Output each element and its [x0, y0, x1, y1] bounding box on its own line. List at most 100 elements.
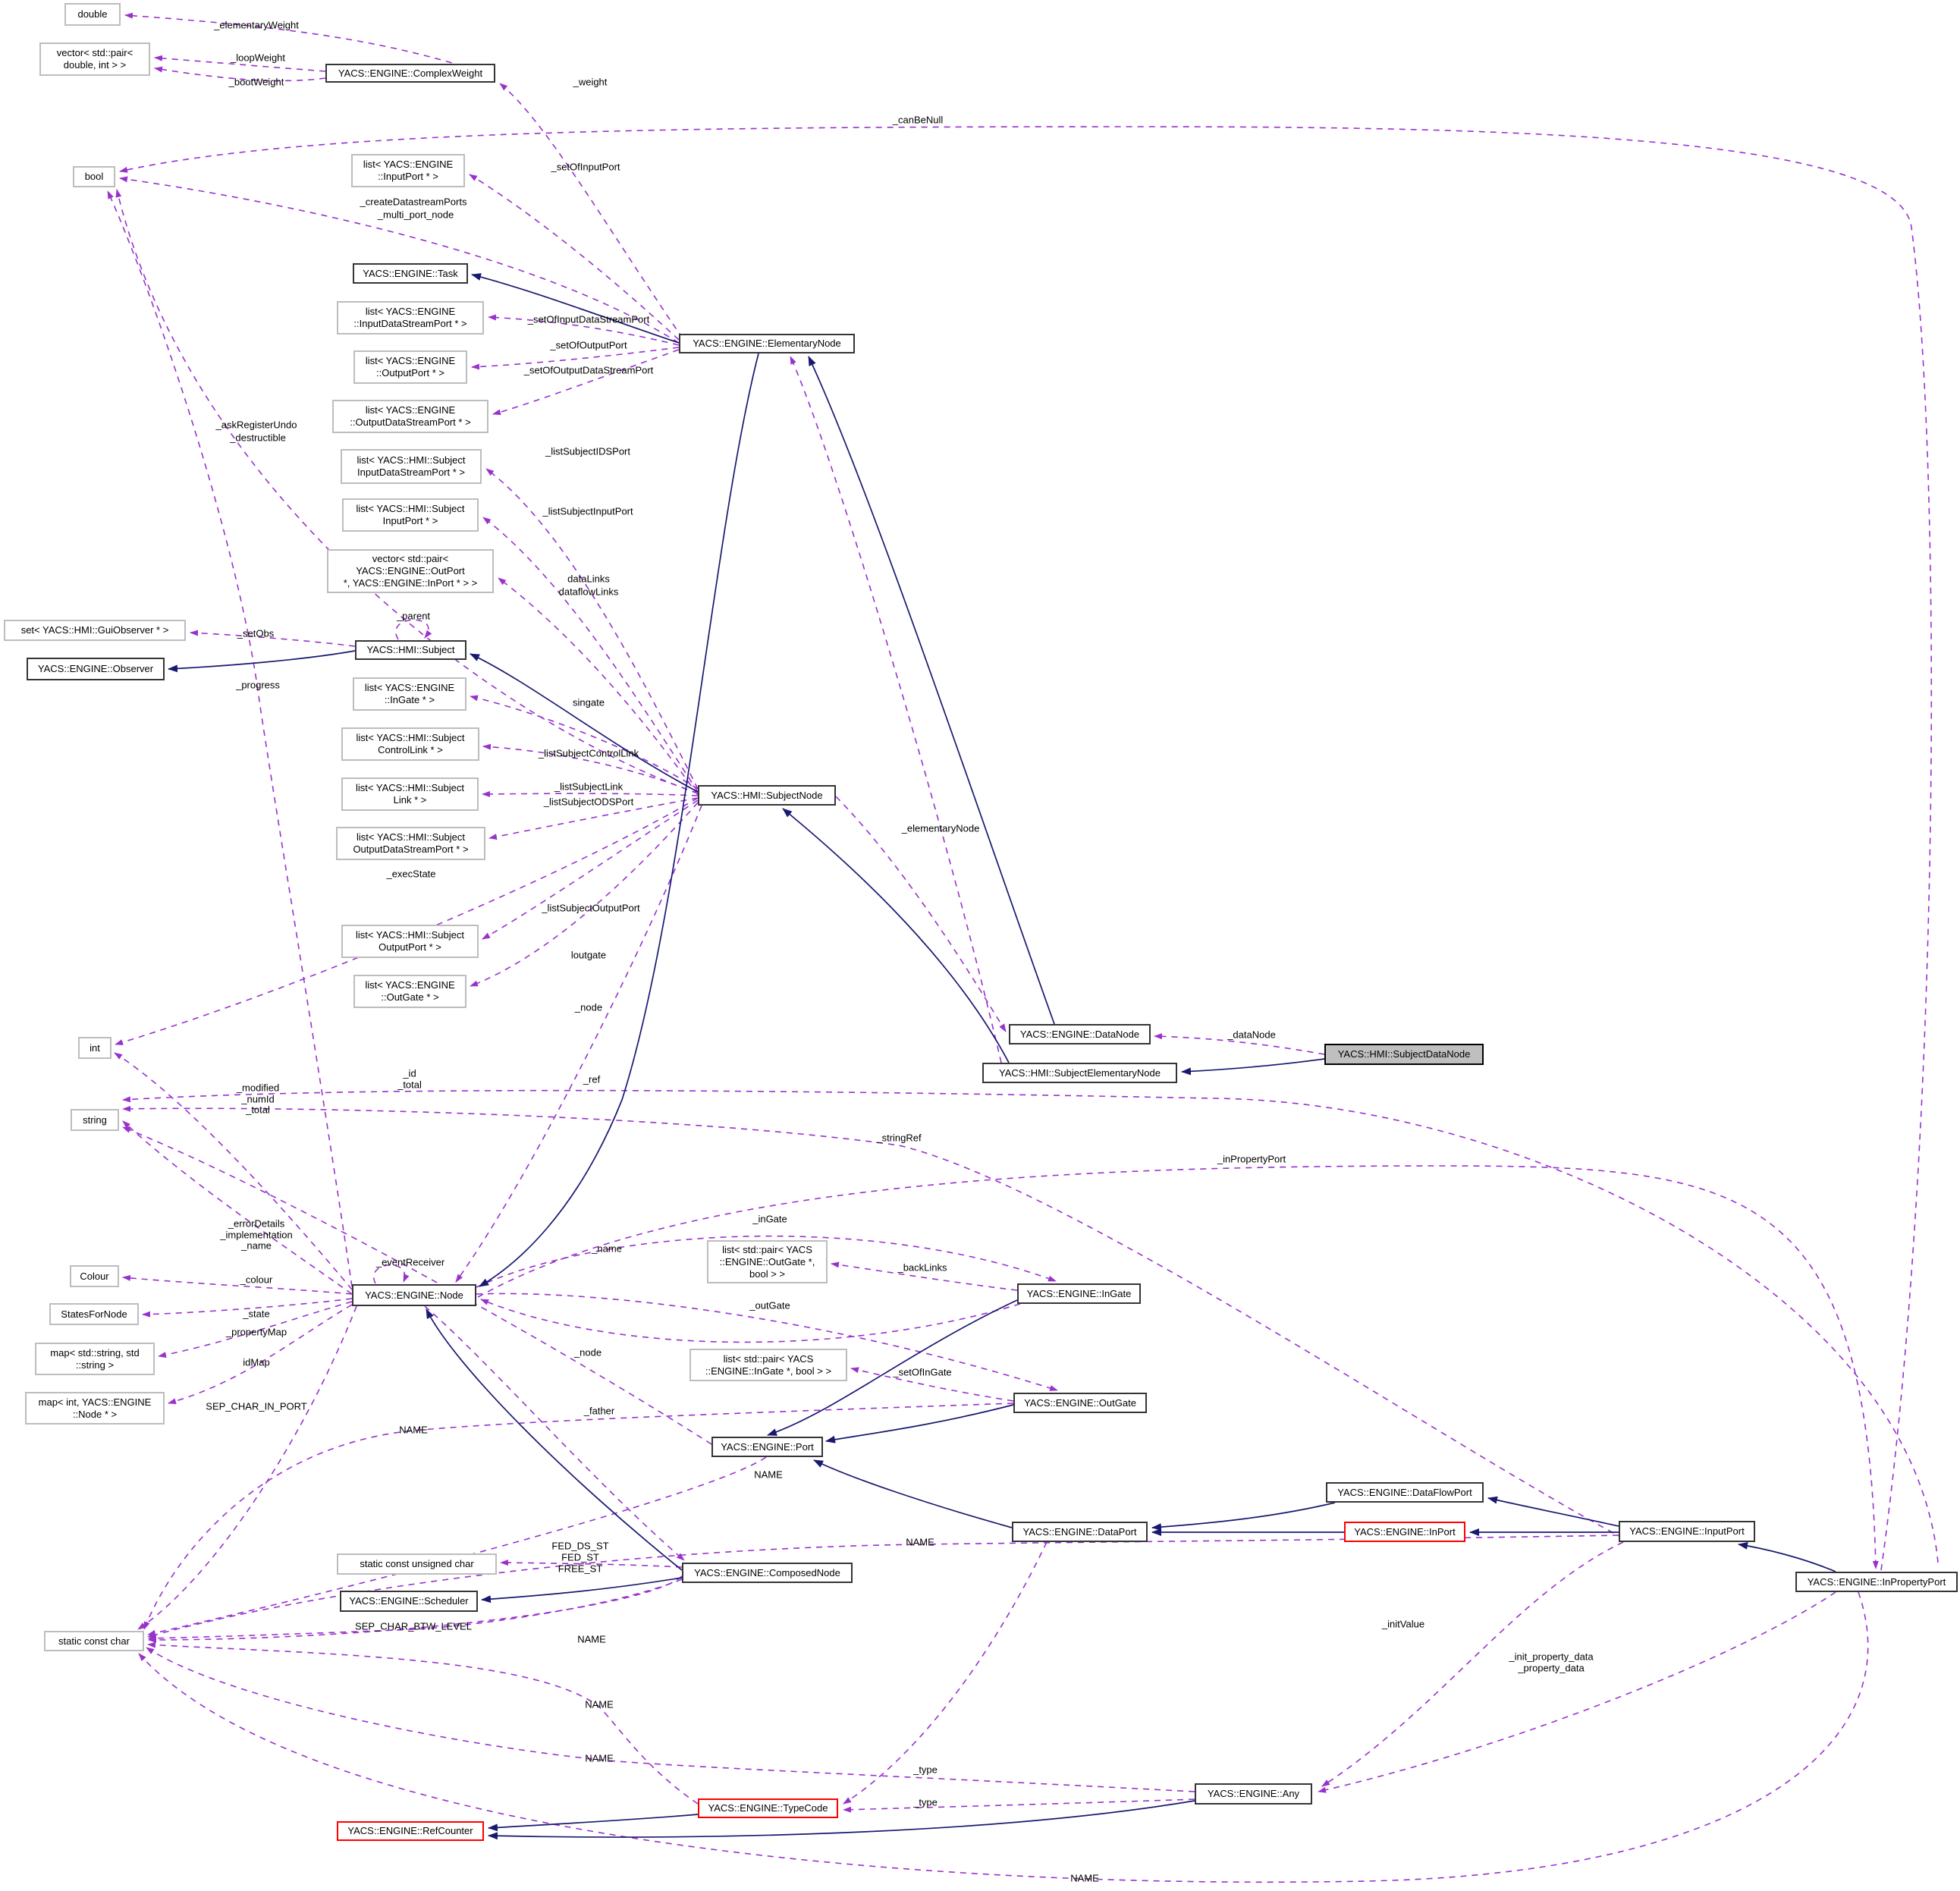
member-edge [1154, 1033, 1325, 1055]
node-list-ingate: list< YACS::ENGINE ::InGate * > [353, 677, 466, 711]
edge-label: _createDatastreamPorts [360, 196, 467, 208]
edge-label: _inPropertyPort [1217, 1153, 1286, 1165]
edge-label: NAME [754, 1469, 783, 1481]
node-bool: bool [73, 166, 115, 187]
edge-label: _setObs [237, 627, 275, 639]
edge-label: _total [397, 1079, 422, 1091]
node-list-outgate: list< YACS::ENGINE ::OutGate * > [353, 975, 466, 1008]
member-edge [143, 1403, 1014, 1630]
edge-label: _implementation [220, 1229, 293, 1241]
member-edge [122, 1089, 1939, 1563]
member-edge [476, 1235, 1057, 1288]
edge-label: SEP_CHAR_BTW_LEVEL [355, 1620, 472, 1632]
edge-label: idMap [243, 1356, 270, 1368]
member-edge [373, 1264, 410, 1284]
node-any[interactable]: YACS::ENGINE::Any [1195, 1783, 1312, 1805]
node-ref-counter[interactable]: YACS::ENGINE::RefCounter [337, 1821, 484, 1841]
node-set-guiobserver: set< YACS::HMI::GuiObserver * > [4, 620, 186, 641]
edge-label: _state [243, 1308, 270, 1320]
edge-label: _numId [241, 1093, 275, 1105]
node-static-const-unsigned-char: static const unsigned char [337, 1553, 497, 1575]
edge-label: _initValue [1381, 1618, 1425, 1630]
node-subject[interactable]: YACS::HMI::Subject [355, 640, 466, 660]
edge-label: NAME [906, 1536, 934, 1548]
node-type-code[interactable]: YACS::ENGINE::TypeCode [698, 1798, 838, 1818]
node-observer[interactable]: YACS::ENGINE::Observer [27, 658, 165, 680]
node-outgate[interactable]: YACS::ENGINE::OutGate [1013, 1393, 1147, 1413]
edge-label: NAME [577, 1633, 606, 1645]
node-list-inputdatastreamport: list< YACS::ENGINE ::InputDataStreamPort… [337, 301, 484, 335]
inheritance-edge [813, 1459, 1013, 1528]
edge-label: _id [403, 1067, 416, 1079]
edge-label: NAME [1070, 1872, 1099, 1884]
edge-label: _errorDetails [228, 1217, 285, 1230]
node-input-port[interactable]: YACS::ENGINE::InputPort [1619, 1521, 1755, 1542]
node-string: string [71, 1109, 119, 1131]
node-in-property-port[interactable]: YACS::ENGINE::InPropertyPort [1795, 1572, 1958, 1592]
node-list-subject-outputport: list< YACS::HMI::Subject OutputPort * > [341, 925, 479, 958]
edge-label: _node [574, 1001, 603, 1013]
member-edge [122, 1120, 353, 1295]
edge-label: _setOfOutputPort [550, 339, 627, 351]
edge-label: _listSubjectIDSPort [545, 445, 630, 457]
member-edge [480, 1299, 1021, 1343]
member-edge [469, 174, 680, 341]
edge-label: NAME [585, 1752, 614, 1764]
member-edge [1321, 1541, 1624, 1787]
edge-label: _listSubjectControlLink [538, 747, 639, 759]
node-data-port[interactable]: YACS::ENGINE::DataPort [1012, 1522, 1148, 1542]
inheritance-edge [825, 1404, 1014, 1443]
edge-label: _dataNode [1227, 1029, 1276, 1041]
node-dataflow-port[interactable]: YACS::ENGINE::DataFlowPort [1326, 1482, 1484, 1503]
node-in-port[interactable]: YACS::ENGINE::InPort [1344, 1522, 1465, 1542]
edge-label: _askRegisterUndo [215, 419, 297, 431]
edge-label: FED_DS_ST [551, 1540, 609, 1552]
edge-label: _setOfOutputDataStreamPort [523, 364, 654, 376]
member-edge [482, 743, 699, 794]
member-edge [107, 190, 353, 1287]
member-edge [154, 55, 326, 72]
edge-label: _total [246, 1104, 270, 1116]
node-list-subject-inputport: list< YACS::HMI::Subject InputPort * > [342, 498, 479, 532]
member-edge [482, 790, 699, 797]
member-edge [154, 66, 326, 82]
node-task[interactable]: YACS::ENGINE::Task [353, 263, 468, 284]
edge-label: dataLinks [567, 573, 610, 585]
node-complex-weight[interactable]: YACS::ENGINE::ComplexWeight [325, 64, 495, 83]
edge-label: _canBeNull [892, 114, 944, 126]
inheritance-edge [1151, 1502, 1336, 1531]
member-edge [148, 1578, 683, 1641]
node-scheduler[interactable]: YACS::ENGINE::Scheduler [340, 1591, 478, 1612]
node-list-subject-controllink: list< YACS::HMI::Subject ControlLink * > [341, 727, 479, 761]
member-edge [147, 1534, 1619, 1638]
edge-label: _progress [236, 679, 280, 691]
node-ingate[interactable]: YACS::ENGINE::InGate [1017, 1283, 1141, 1304]
node-subject-elementary-node[interactable]: YACS::HMI::SubjectElementaryNode [982, 1063, 1177, 1083]
member-edge [119, 176, 680, 344]
edge-label: _type [913, 1796, 938, 1808]
edge-label: FED_ST [561, 1551, 599, 1563]
member-edge [498, 577, 699, 796]
node-elementary-node[interactable]: YACS::ENGINE::ElementaryNode [679, 334, 855, 353]
member-edge [115, 189, 699, 794]
edge-label: _setOfInputPort [551, 161, 620, 173]
member-edge [492, 349, 680, 416]
member-edge [790, 356, 1002, 1063]
member-edge [114, 1052, 353, 1290]
edge-label: _init_property_data [1509, 1651, 1594, 1663]
node-subject-data-node[interactable]: YACS::HMI::SubjectDataNode [1324, 1044, 1484, 1065]
inheritance-edge [479, 353, 759, 1287]
edge-label: SEP_CHAR_IN_PORT [206, 1400, 307, 1412]
node-list-inputport: list< YACS::ENGINE ::InputPort * > [351, 154, 465, 187]
node-data-node[interactable]: YACS::ENGINE::DataNode [1009, 1024, 1151, 1044]
node-port[interactable]: YACS::ENGINE::Port [711, 1437, 823, 1457]
edge-label: _elementaryWeight [214, 19, 299, 31]
member-edge [190, 630, 356, 647]
member-edge [476, 1293, 1058, 1391]
node-node[interactable]: YACS::ENGINE::Node [352, 1284, 476, 1306]
inheritance-edge [808, 356, 1055, 1025]
edge-label: _listSubjectODSPort [543, 796, 634, 808]
node-subject-node[interactable]: YACS::HMI::SubjectNode [698, 785, 836, 806]
node-list-outputdatastreamport: list< YACS::ENGINE ::OutputDataStreamPor… [332, 400, 488, 433]
node-composed-node[interactable]: YACS::ENGINE::ComposedNode [682, 1563, 853, 1583]
